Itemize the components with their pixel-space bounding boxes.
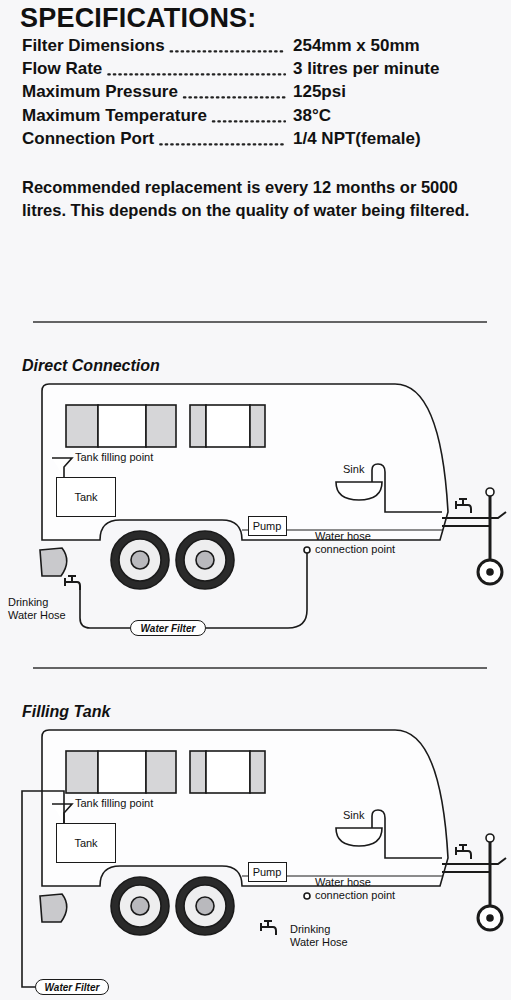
caravan-direct	[40, 384, 506, 589]
section-heading: Direct Connection	[22, 356, 160, 375]
section-heading: Filling Tank	[22, 702, 110, 721]
part-label: Sink	[343, 463, 364, 476]
part-label: Sink	[343, 809, 364, 822]
part-label: Tank filling point	[75, 451, 153, 464]
box-text: Tank	[74, 491, 97, 503]
spec-value: 38°C	[293, 106, 331, 126]
part-label: Water hose connection point	[315, 530, 407, 556]
box-text: Water Filter	[45, 982, 100, 993]
dot-leader	[171, 50, 285, 52]
spec-name: Maximum Temperature	[22, 106, 207, 126]
spec-name: Filter Dimensions	[22, 36, 165, 56]
box-text: Water Filter	[141, 623, 196, 634]
spec-value: 254mm x 50mm	[293, 36, 420, 56]
dot-leader	[160, 143, 285, 145]
box-text: Tank	[74, 837, 97, 849]
part-label: Drinking Water Hose	[8, 596, 72, 622]
caravan-filling	[40, 730, 506, 935]
drinking-water-tap	[65, 576, 80, 590]
part-label: Water hose connection point	[315, 876, 407, 902]
filter-box: Water Filter	[130, 620, 206, 636]
spec-value: 1/4 NPT(female)	[293, 129, 421, 149]
drinking-water-tap	[261, 921, 276, 935]
dot-leader	[184, 96, 285, 98]
part-label: Tank filling point	[75, 797, 153, 810]
note: Recommended replacement is every 12 mont…	[22, 176, 497, 222]
hose	[80, 590, 130, 628]
filter-box: Water Filter	[35, 979, 109, 995]
component-box: Pump	[248, 862, 287, 882]
box-text: Pump	[253, 520, 282, 532]
spec-name: Maximum Pressure	[22, 82, 178, 102]
hose-connector	[22, 791, 64, 987]
component-box: Tank	[56, 823, 116, 863]
part-label: Drinking Water Hose	[290, 923, 354, 949]
divider-rule	[33, 321, 487, 323]
box-text: Pump	[253, 866, 282, 878]
spec-value: 125psi	[293, 82, 346, 102]
divider-rule	[33, 667, 487, 669]
spec-name: Connection Port	[22, 129, 154, 149]
heading: SPECIFICATIONS:	[20, 2, 257, 34]
spec-name: Flow Rate	[22, 59, 102, 79]
component-box: Tank	[56, 477, 116, 517]
dot-leader	[213, 120, 285, 122]
spec-value: 3 litres per minute	[293, 59, 439, 79]
component-box: Pump	[248, 516, 287, 536]
hose	[206, 553, 307, 628]
dot-leader	[108, 73, 285, 75]
